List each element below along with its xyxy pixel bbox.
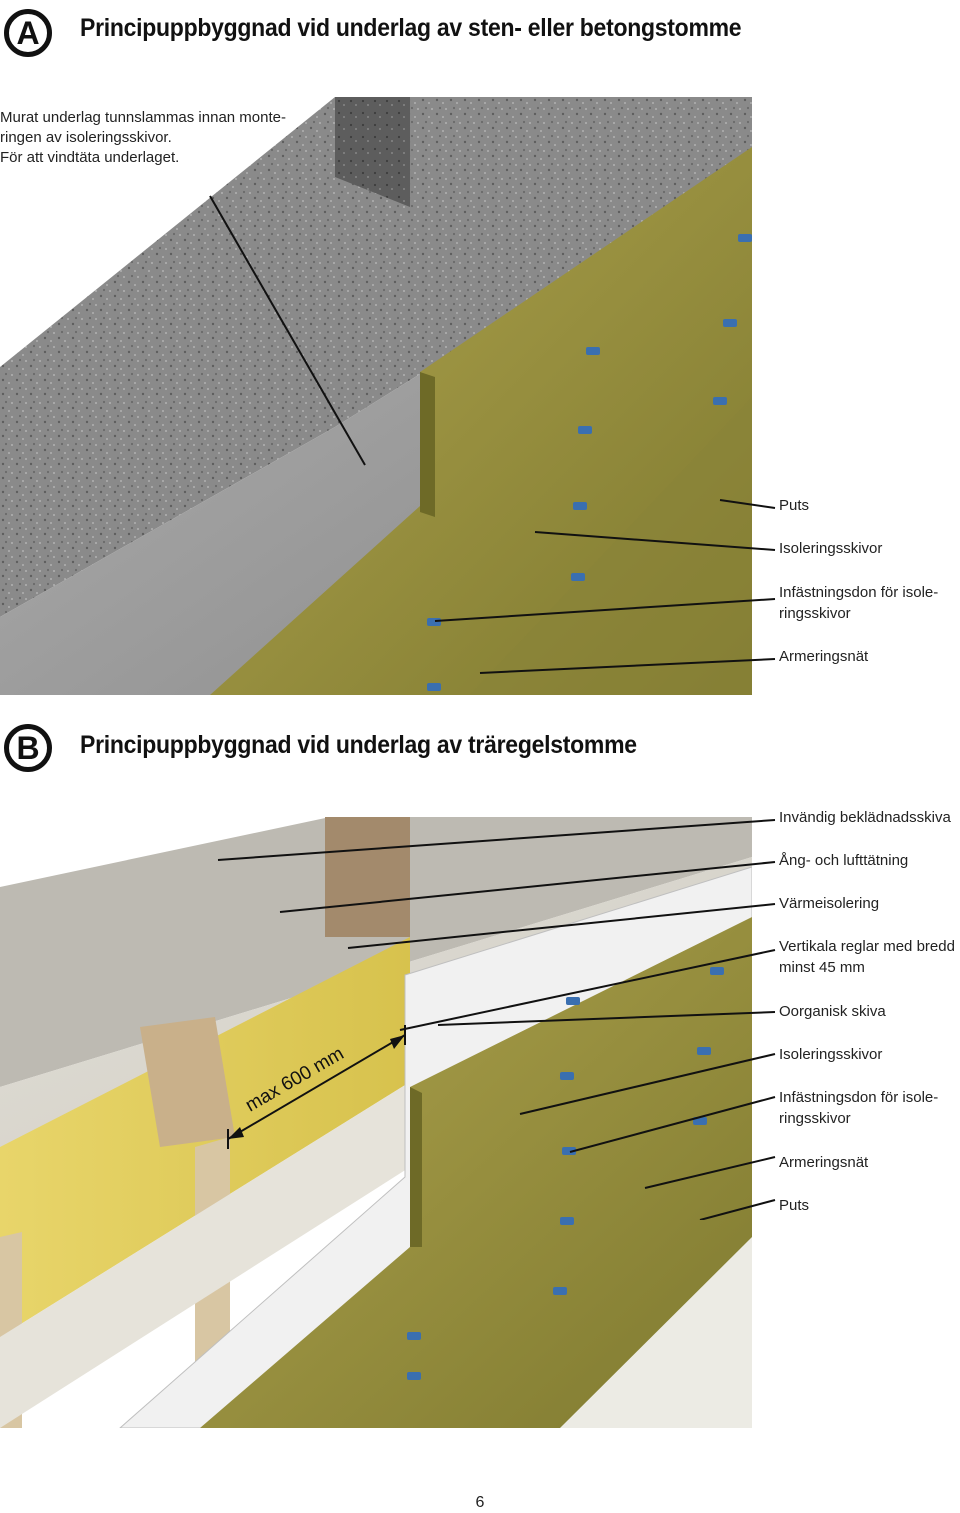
label-b-puts: Puts bbox=[779, 1195, 809, 1216]
label-b-thermal-insulation: Värmeisolering bbox=[779, 893, 879, 914]
section-b-badge: B bbox=[4, 724, 52, 772]
label-a-fasteners: Infästningsdon för isole-ringsskivor bbox=[779, 582, 938, 624]
section-b-title: Principuppbyggnad vid underlag av träreg… bbox=[80, 731, 637, 760]
label-b-vapour-barrier: Ång- och lufttätning bbox=[779, 850, 908, 871]
label-b-mesh: Armeringsnät bbox=[779, 1152, 868, 1173]
page-number: 6 bbox=[0, 1494, 960, 1512]
label-a-insulation-boards: Isoleringsskivor bbox=[779, 538, 882, 559]
label-b-insulation-boards: Isoleringsskivor bbox=[779, 1044, 882, 1065]
label-b-inner-lining: Invändig beklädnadsskiva bbox=[779, 807, 951, 828]
label-a-mesh: Armeringsnät bbox=[779, 646, 868, 667]
label-b-inorganic-board: Oorganisk skiva bbox=[779, 1001, 886, 1022]
label-b-fasteners: Infästningsdon för isole-ringsskivor bbox=[779, 1087, 938, 1129]
label-a-puts: Puts bbox=[779, 495, 809, 516]
